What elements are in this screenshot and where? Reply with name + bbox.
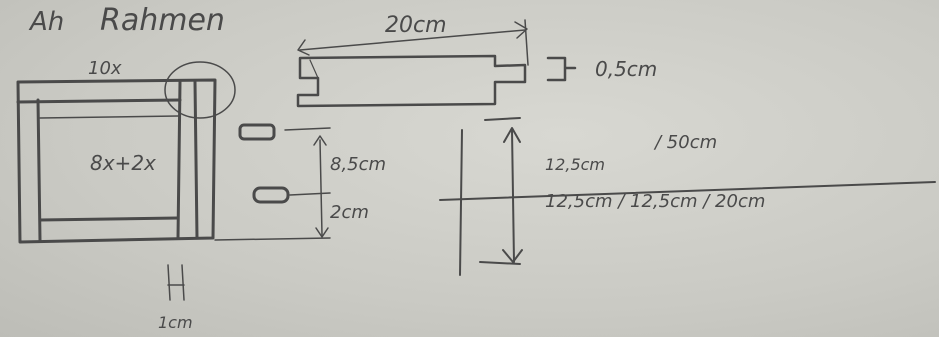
label-beam-length: 20cm <box>385 13 447 38</box>
title-prefix: Ah <box>28 7 64 37</box>
beam-drawing <box>296 54 527 108</box>
label-right-strike: 12,5cm / 12,5cm / 20cm <box>545 191 765 212</box>
peg-top <box>238 123 276 141</box>
label-h2: 2cm <box>330 202 369 223</box>
thickness-bracket <box>546 56 577 82</box>
corner-detail <box>164 61 236 119</box>
beam-length-arrow <box>297 19 529 66</box>
label-h1: 8,5cm <box>330 154 386 175</box>
right-dimension <box>439 117 936 276</box>
peg-bottom <box>252 186 290 204</box>
height-dimension <box>214 127 331 241</box>
label-beam-thickness: 0,5cm <box>595 57 657 81</box>
label-top-width: 10x <box>88 58 122 79</box>
bottom-dimension <box>167 264 185 301</box>
title: Rahmen <box>100 3 225 38</box>
label-inner: 8x+2x <box>90 151 156 175</box>
label-bottom: 1cm <box>158 313 193 332</box>
label-right-a: 12,5cm <box>545 155 605 174</box>
label-right-b: / 50cm <box>653 132 717 153</box>
frame-drawing <box>16 78 217 244</box>
